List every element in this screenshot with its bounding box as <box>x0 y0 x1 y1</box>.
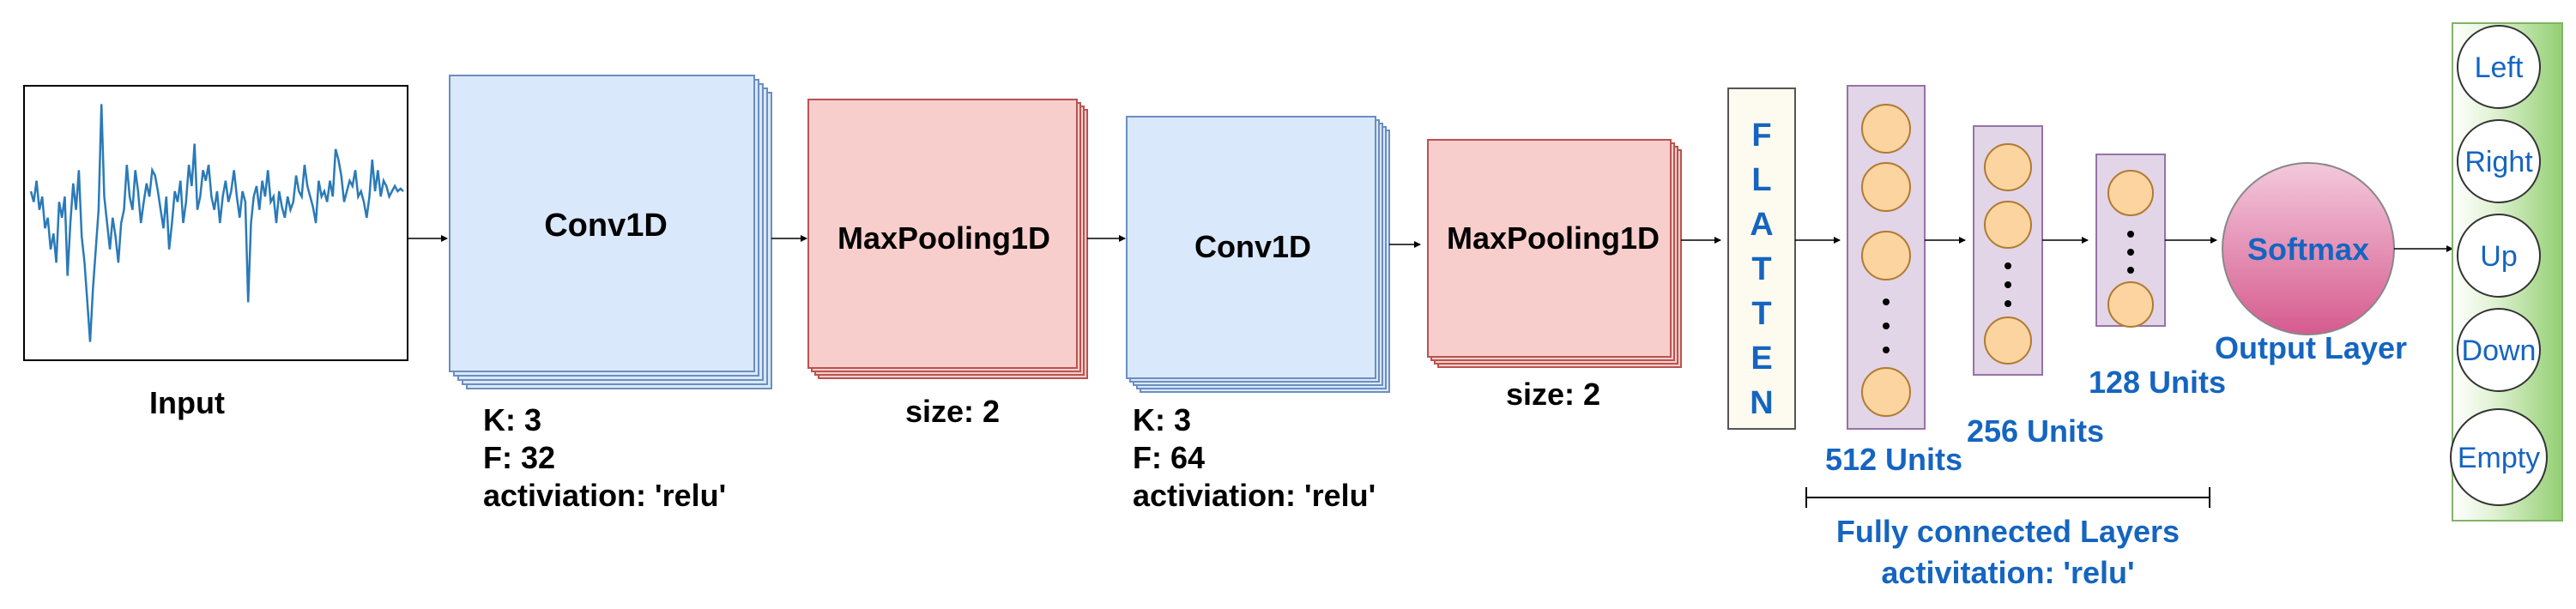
flatten-layer: F L A T T E N <box>1727 87 1796 430</box>
softmax-label: Softmax <box>2247 232 2369 267</box>
dense3-units-label: 128 Units <box>2089 365 2226 400</box>
output-class-label: Empty <box>2458 442 2540 474</box>
neuron <box>1984 317 2032 365</box>
pool2-title: MaxPooling1D <box>1447 220 1660 256</box>
dense-layer-512 <box>1847 85 1926 430</box>
flatten-letter: T <box>1751 296 1771 332</box>
maxpool-layer-2: MaxPooling1D <box>1427 139 1682 368</box>
neuron <box>2107 170 2154 216</box>
conv1-filters-label: F: 32 <box>483 440 555 475</box>
neuron <box>1861 367 1911 417</box>
ellipsis-dot <box>2005 262 2011 269</box>
fc-layers-label: Fully connected Layers <box>1836 514 2180 549</box>
output-layer-caption: Output Layer <box>2215 330 2407 365</box>
flatten-letter: N <box>1750 385 1773 421</box>
ellipsis-dot <box>2127 231 2134 238</box>
neuron <box>1861 104 1911 154</box>
dense-layer-256 <box>1973 125 2043 376</box>
output-class-label: Left <box>2475 51 2524 84</box>
conv2-filters-label: F: 64 <box>1133 440 1205 475</box>
neuron <box>1861 162 1911 212</box>
fc-activation-label: activitation: 'relu' <box>1881 555 2134 590</box>
dense-layer-128 <box>2095 154 2166 328</box>
input-label: Input <box>149 385 225 420</box>
conv1d-layer-1: Conv1D <box>449 75 772 389</box>
flatten-letter: F <box>1751 118 1771 154</box>
pool1-size-label: size: 2 <box>905 394 1000 429</box>
ellipsis-dot <box>1883 298 1890 305</box>
softmax-node: Softmax <box>2222 162 2395 335</box>
flatten-letter: L <box>1751 162 1771 198</box>
neuron <box>1861 231 1911 280</box>
conv1-kernel-label: K: 3 <box>483 402 541 437</box>
output-node <box>2457 214 2541 298</box>
dense1-units-label: 512 Units <box>1825 442 1962 477</box>
conv2-activation-label: activiation: 'relu' <box>1133 478 1376 513</box>
maxpool-layer-1: MaxPooling1D <box>807 99 1088 379</box>
input-signal-line <box>29 104 404 342</box>
output-node <box>2450 408 2548 506</box>
pool1-title: MaxPooling1D <box>838 220 1050 256</box>
ellipsis-dot <box>1883 347 1890 353</box>
conv1-title: Conv1D <box>544 208 668 244</box>
pool2-size-label: size: 2 <box>1506 377 1600 412</box>
dense2-units-label: 256 Units <box>1967 413 2104 449</box>
ellipsis-dot <box>1883 323 1890 329</box>
conv2-kernel-label: K: 3 <box>1133 402 1191 437</box>
flatten-letter: A <box>1750 207 1773 243</box>
ellipsis-dot <box>2005 281 2011 288</box>
output-class-label: Right <box>2464 146 2533 178</box>
output-node <box>2457 308 2541 392</box>
neuron <box>1984 201 2032 249</box>
input-block: Input <box>23 85 408 420</box>
conv2-title: Conv1D <box>1194 229 1311 264</box>
neuron <box>1984 143 2032 191</box>
output-class-label: Down <box>2462 335 2537 367</box>
output-class-label: Up <box>2480 240 2517 273</box>
output-classes-panel: Left Right Up Down Empty <box>2450 22 2563 522</box>
flatten-letter: T <box>1751 251 1771 287</box>
ellipsis-dot <box>2127 267 2134 274</box>
fully-connected-bracket <box>1805 487 2210 508</box>
conv1-activation-label: activiation: 'relu' <box>483 478 726 513</box>
output-node <box>2457 119 2541 203</box>
neuron <box>2107 281 2154 328</box>
ellipsis-dot <box>2005 300 2011 307</box>
output-node <box>2457 25 2541 109</box>
conv1d-layer-2: Conv1D <box>1126 116 1390 393</box>
ellipsis-dot <box>2127 249 2134 256</box>
flatten-letter: E <box>1751 341 1772 377</box>
